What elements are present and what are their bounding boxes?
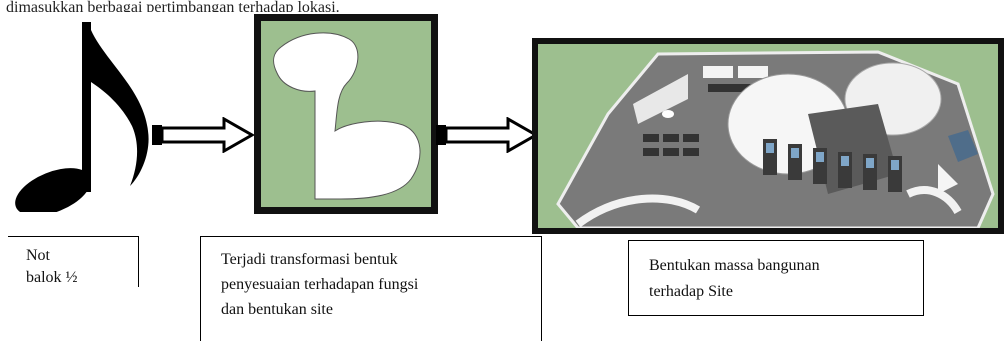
transformation-canvas xyxy=(261,21,431,207)
top-text-fragment: dimasukkan berbagai pertimbangan terhada… xyxy=(6,0,340,12)
note-illustration xyxy=(8,16,158,212)
caption-site-line1: Bentukan massa bangunan xyxy=(649,257,820,274)
site-canvas xyxy=(538,44,998,228)
transformation-frame xyxy=(254,14,438,214)
caption-site: Bentukan massa bangunan terhadap Site xyxy=(628,240,924,316)
transformed-shape-icon xyxy=(273,32,421,200)
right-arrow-icon xyxy=(152,117,256,153)
caption-transformation-line1: Terjadi transformasi bentuk xyxy=(221,251,398,268)
caption-transformation-line3: dan bentukan site xyxy=(221,301,333,318)
right-arrow-icon xyxy=(436,117,540,153)
half-note-icon xyxy=(15,22,149,212)
site-massing-render xyxy=(556,50,995,228)
caption-note-line1: Not xyxy=(26,247,50,264)
caption-note-line2: balok ½ xyxy=(26,269,78,286)
site-frame xyxy=(532,38,1004,234)
caption-transformation-line2: penyesuaian terhadapan fungsi xyxy=(221,276,419,293)
right-arrow-1 xyxy=(150,117,258,153)
caption-site-line2: terhadap Site xyxy=(649,283,733,300)
right-arrow-2 xyxy=(434,117,542,153)
caption-transformation: Terjadi transformasi bentuk penyesuaian … xyxy=(200,236,542,341)
caption-note: Not balok ½ xyxy=(8,236,139,287)
